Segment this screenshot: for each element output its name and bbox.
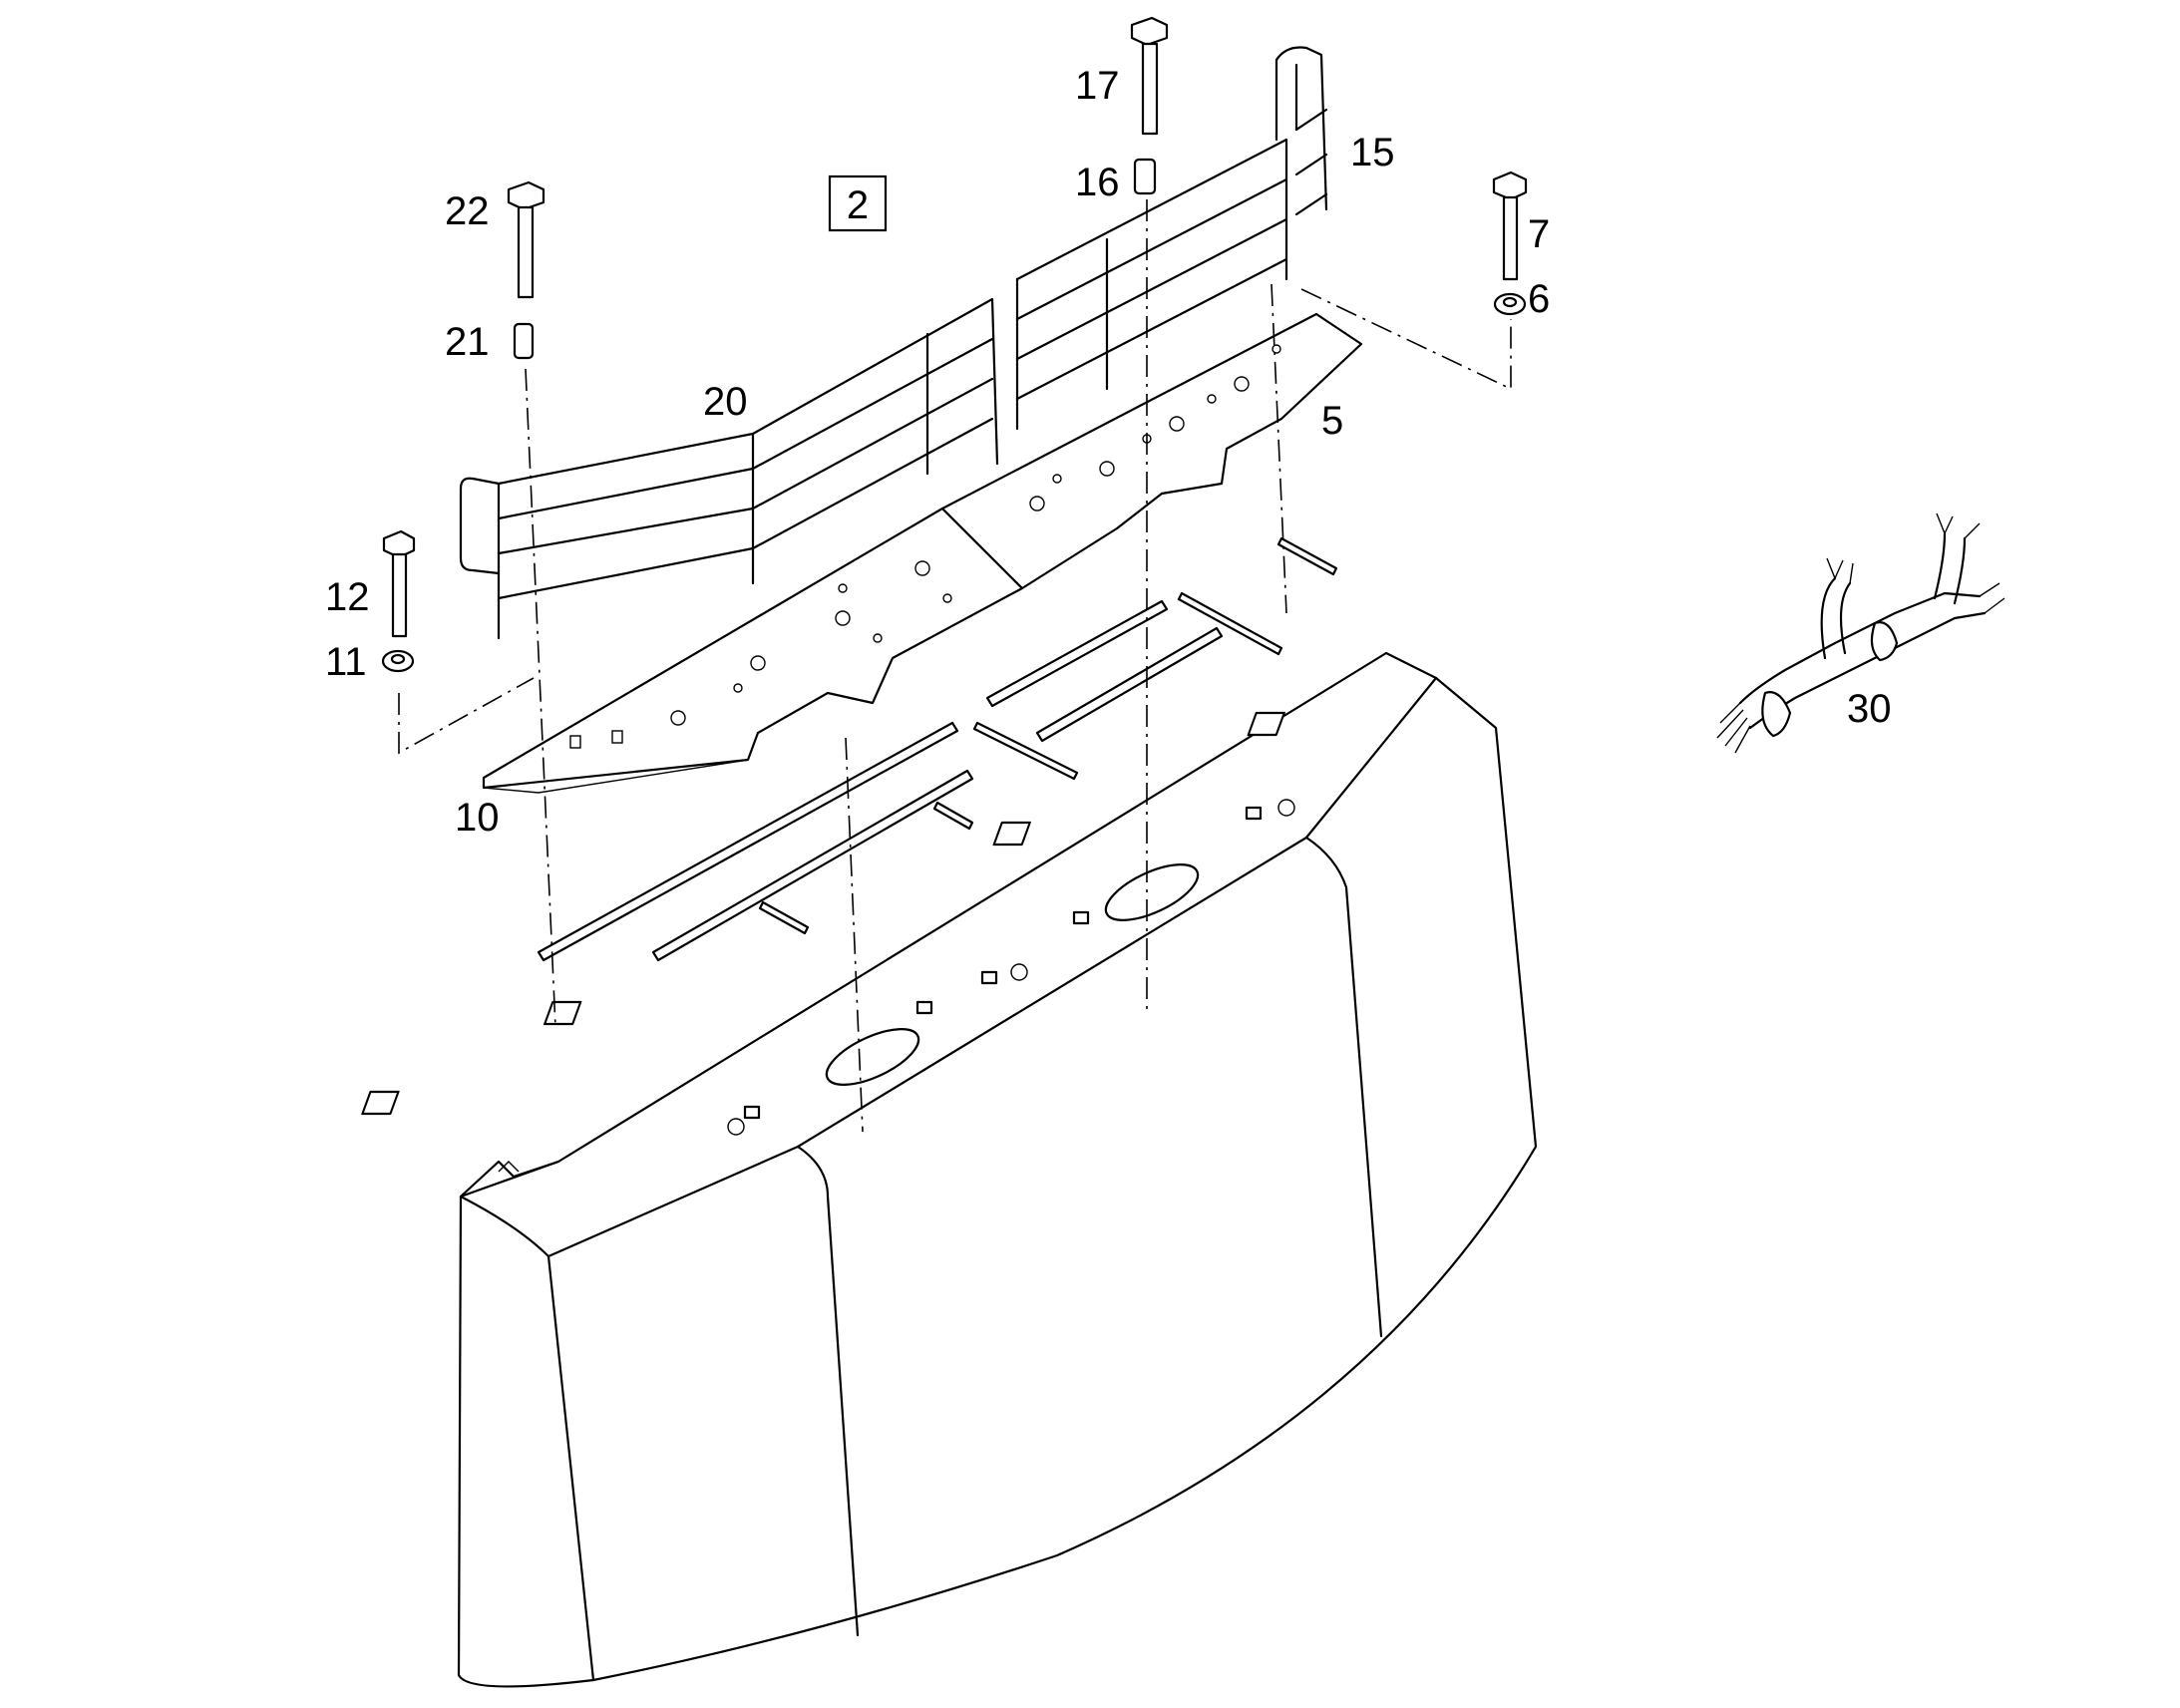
callout-12: 12 <box>325 575 370 619</box>
callout-7: 7 <box>1528 212 1550 256</box>
bolt-22 <box>507 180 545 299</box>
callout-10: 10 <box>455 796 500 840</box>
callout-30: 30 <box>1847 687 1892 731</box>
bolt-17 <box>1130 16 1169 136</box>
railing-20 <box>459 297 999 640</box>
callout-21: 21 <box>445 320 490 364</box>
bolt-7 <box>1492 171 1528 281</box>
callout-11: 11 <box>325 640 367 684</box>
callout-5: 5 <box>1321 399 1343 443</box>
walkway-plate-10 <box>482 507 1024 794</box>
callout-6: 6 <box>1528 277 1550 321</box>
cable-assembly-30 <box>1716 512 2005 754</box>
top-openings <box>361 711 1295 1136</box>
callout-20: 20 <box>703 380 748 424</box>
callout-22: 22 <box>445 189 490 233</box>
group-number-box: 2 <box>828 174 888 232</box>
callout-15: 15 <box>1350 131 1395 174</box>
group-number: 2 <box>847 183 869 227</box>
bolt-12 <box>382 529 416 638</box>
callout-labels: 5 6 7 10 11 12 15 16 17 20 21 22 30 <box>325 64 1892 840</box>
assembly-centerlines <box>398 199 1512 1133</box>
washer-11 <box>381 649 415 673</box>
railing-15 <box>1015 46 1328 431</box>
walkway-plate-5 <box>940 312 1363 590</box>
support-bars <box>537 536 1338 962</box>
spacer-16 <box>1133 158 1157 195</box>
washer-6 <box>1493 292 1527 316</box>
spacer-21 <box>513 322 535 360</box>
callout-16: 16 <box>1075 161 1120 204</box>
callout-17: 17 <box>1075 64 1120 108</box>
counterweight-body <box>361 651 1538 1688</box>
